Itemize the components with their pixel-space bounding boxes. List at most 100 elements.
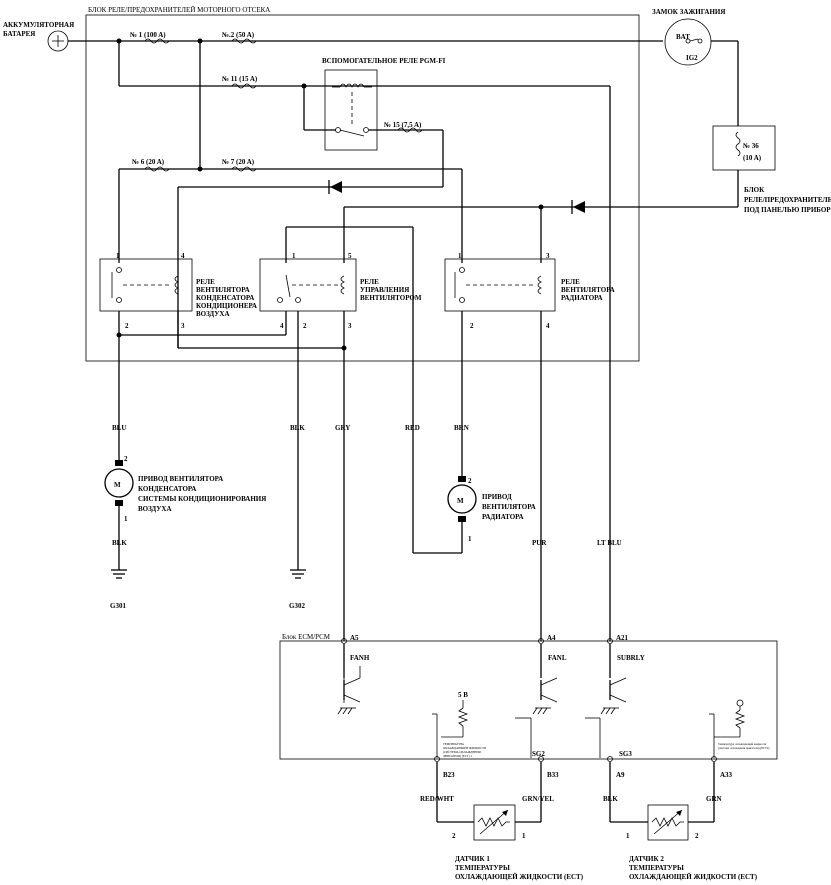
sensor-2-pin-1: 1 bbox=[626, 832, 630, 840]
motor-ac-label-3: СИСТЕМЫ КОНДИЦИОНИРОВАНИЯ bbox=[138, 495, 266, 503]
relay-ac-label-3: КОНДЕНСАТОРА bbox=[196, 294, 254, 302]
transistor-fanh bbox=[343, 666, 361, 703]
motor-ac bbox=[104, 460, 134, 506]
fanl-label: FANL bbox=[548, 654, 567, 662]
fuse-15-symbol bbox=[397, 127, 423, 133]
motor-rad-label-2: ВЕНТИЛЯТОРА bbox=[482, 503, 536, 511]
transistor-fanl bbox=[540, 677, 558, 703]
pin-a9: A9 bbox=[616, 771, 625, 779]
ect1-small-2: ОХЛАЖДАЮЩЕЙ ЖИДКОСТИ bbox=[443, 745, 487, 750]
relay-ac-switch bbox=[111, 267, 122, 303]
sensor-1-pin-2: 2 bbox=[452, 832, 456, 840]
relay-ctrl-pin-2: 2 bbox=[303, 322, 307, 330]
wire-lt-blu-label: LT BLU bbox=[597, 539, 622, 547]
wire-blu-label: BLU bbox=[112, 424, 126, 432]
aux-relay-label: ВСПОМОГАТЕЛЬНОЕ РЕЛЕ PGM-FI bbox=[322, 57, 446, 65]
sensor-2-label-2: ТЕМПЕРАТУРЫ bbox=[629, 864, 684, 872]
sg2-label: SG2 bbox=[532, 750, 545, 758]
diode-1-symbol bbox=[330, 181, 342, 193]
relay-ctrl-label-3: ВЕНТИЛЯТОРОМ bbox=[360, 294, 422, 302]
wire-pur-label: PUR bbox=[532, 539, 547, 547]
relay-rad-switch bbox=[454, 267, 465, 303]
fuse-36-label-1: № 36 bbox=[742, 142, 759, 150]
relay-rad-coil bbox=[537, 275, 542, 295]
five-v-label: 5 В bbox=[458, 691, 468, 699]
relay-rad-pin-4: 4 bbox=[546, 322, 550, 330]
fuse-11-label: № 11 (15 A) bbox=[221, 75, 258, 83]
aux-relay-contact bbox=[335, 127, 369, 137]
motor-rad-label-3: РАДИАТОРА bbox=[482, 513, 524, 521]
fuse-15-label: № 15 (7,5 A) bbox=[383, 121, 422, 129]
ground-g302-label: G302 bbox=[289, 602, 305, 610]
sensor-1-label-2: ТЕМПЕРАТУРЫ bbox=[455, 864, 510, 872]
fuse-11-symbol bbox=[231, 83, 257, 89]
ig2-terminal-label: IG2 bbox=[686, 54, 698, 62]
relay-ac-label-4: КОНДИЦИОНЕРА bbox=[196, 302, 257, 310]
relay-ctrl-coil bbox=[340, 275, 345, 295]
relay-rad-pin-1: 1 bbox=[458, 252, 462, 260]
wire-gry-label: GRY bbox=[335, 424, 350, 432]
ignition-switch-label: ЗАМОК ЗАЖИГАНИЯ bbox=[652, 8, 725, 16]
relay-ac-pin-1: 1 bbox=[116, 252, 120, 260]
motor-rad-pin-1: 1 bbox=[468, 535, 472, 543]
relay-ac-coil bbox=[174, 275, 179, 295]
sensor-1-label-1: ДАТЧИК 1 bbox=[455, 855, 490, 863]
pin-a5: A5 bbox=[350, 634, 359, 642]
ground-g301-label: G301 bbox=[110, 602, 126, 610]
motor-ac-label-2: КОНДЕНСАТОРА bbox=[138, 485, 196, 493]
engine-box-label: БЛОК РЕЛЕ/ПРЕДОХРАНИТЕЛЕЙ МОТОРНОГО ОТСЕ… bbox=[88, 6, 270, 14]
relay-ac-pin-4: 4 bbox=[181, 252, 185, 260]
pin-a33: A33 bbox=[720, 771, 733, 779]
ect1-small-4: ДВИГАТЕЛЯ) (ECT) 1 bbox=[443, 754, 472, 758]
subrly-label: SUBRLY bbox=[617, 654, 645, 662]
wire-grn-yel-label: GRN/YEL bbox=[522, 795, 554, 803]
motor-ac-label-1: ПРИВОД ВЕНТИЛЯТОРА bbox=[138, 475, 223, 483]
pin-b33: B33 bbox=[547, 771, 559, 779]
relay-ac-pin-2: 2 bbox=[125, 322, 129, 330]
motor-ac-pin-2: 2 bbox=[124, 455, 128, 463]
fuse-7-label: № 7 (20 A) bbox=[221, 158, 255, 166]
fanh-label: FANH bbox=[350, 654, 370, 662]
wire-red-wht-label: RED/WHT bbox=[420, 795, 454, 803]
aux-relay-coil bbox=[332, 83, 372, 88]
motor-rad bbox=[447, 476, 477, 522]
wire-brn-label: BRN bbox=[454, 424, 469, 432]
sensor-2-thermistor bbox=[651, 809, 684, 835]
fuse-36-box bbox=[712, 125, 776, 171]
relay-ctrl-pin-4: 4 bbox=[280, 322, 284, 330]
wire-blk-s2-label: BLK bbox=[603, 795, 618, 803]
ect2-small-2: (система охлаждения двигателя) (ECT2) bbox=[718, 746, 769, 750]
sensor-1-pin-1: 1 bbox=[522, 832, 526, 840]
sensor-2-pin-2: 2 bbox=[695, 832, 699, 840]
relay-rad-label-1: РЕЛЕ bbox=[561, 278, 580, 286]
relay-ctrl-box bbox=[259, 258, 357, 312]
pin-b23: B23 bbox=[443, 771, 455, 779]
transistor-subrly bbox=[609, 677, 627, 703]
fuse-6-label: № 6 (20 A) bbox=[131, 158, 165, 166]
relay-rad-pin-3: 3 bbox=[546, 252, 550, 260]
relay-ctrl-label-1: РЕЛЕ bbox=[360, 278, 379, 286]
pullup-resistor-1 bbox=[457, 707, 469, 727]
battery-label-1: АККУМУЛЯТОРНАЯ bbox=[3, 21, 74, 29]
dash-box-label-1: БЛОК bbox=[744, 186, 765, 194]
sensor-1-thermistor bbox=[477, 809, 510, 835]
diode-2-symbol bbox=[573, 201, 585, 213]
relay-rad-pin-2: 2 bbox=[470, 322, 474, 330]
motor-rad-letter: M bbox=[457, 497, 464, 505]
fuse-36-label-2: (10 A) bbox=[743, 154, 762, 162]
relay-ac-pin-3: 3 bbox=[181, 322, 185, 330]
ect2-small-1: Температура охлаждающей жидкости bbox=[718, 742, 767, 746]
motor-ac-label-4: ВОЗДУХА bbox=[138, 505, 172, 513]
relay-ac-label-5: ВОЗДУХА bbox=[196, 310, 230, 318]
relay-ctrl-switch bbox=[277, 274, 301, 303]
aux-relay-box bbox=[324, 69, 378, 151]
ignition-switch bbox=[664, 18, 712, 66]
fuse-2-symbol bbox=[231, 38, 257, 44]
sensor-2-label-1: ДАТЧИК 2 bbox=[629, 855, 664, 863]
relay-ctrl-pin-5: 5 bbox=[348, 252, 352, 260]
pin-a4: A4 bbox=[547, 634, 556, 642]
relay-ac-label-2: ВЕНТИЛЯТОРА bbox=[196, 286, 250, 294]
fuse-36-symbol bbox=[735, 131, 741, 157]
fuse-2-label: №.2 (50 A) bbox=[221, 31, 255, 39]
